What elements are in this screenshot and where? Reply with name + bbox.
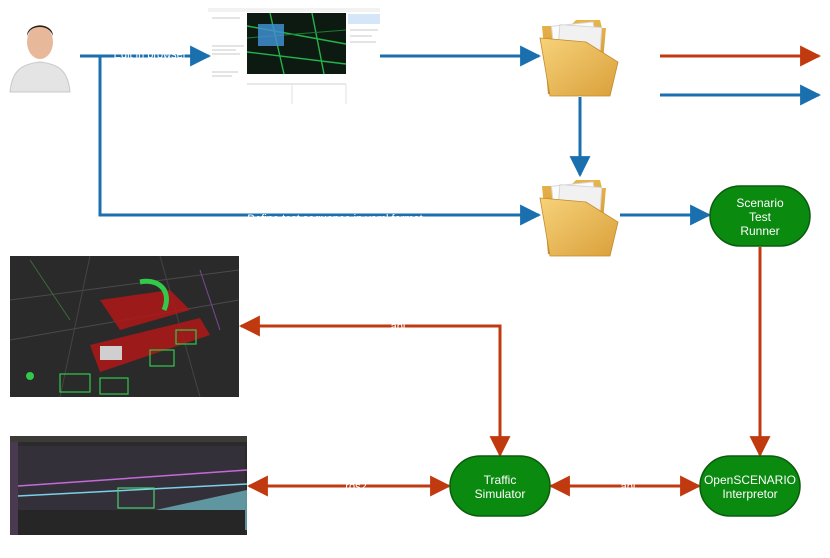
edge-label-edit: Edit in browser	[114, 49, 187, 61]
user-avatar-icon	[9, 25, 71, 93]
edge-label-define: Define test sequence in yaml format	[247, 213, 422, 225]
node-traffic-simulator: Traffic Simulator	[449, 455, 551, 517]
simulator-screenshot	[10, 436, 248, 535]
node-openscenario-interpretor: OpenSCENARIO Interpretor	[699, 455, 801, 517]
edge-simulator-to-visualization	[238, 315, 511, 458]
edge-label-sim-interp: api	[621, 481, 636, 493]
edge-label-viz-bottom: ros2	[345, 481, 366, 493]
node-label-line: OpenSCENARIO	[704, 473, 796, 487]
node-label-line: Runner	[740, 224, 779, 238]
browser-editor-screenshot	[208, 8, 380, 104]
folder-icon	[539, 20, 619, 97]
node-label-line: Interpretor	[722, 487, 777, 501]
visualization-screenshot	[9, 255, 240, 398]
folder-icon	[539, 180, 619, 257]
node-label-line: Simulator	[475, 487, 526, 501]
node-label-line: Traffic	[484, 473, 517, 487]
node-label-line: Test	[749, 210, 772, 224]
edge-label-sim-viz: api	[391, 321, 406, 333]
node-scenario-test-runner: Scenario Test Runner	[709, 185, 811, 247]
node-label-line: Scenario	[736, 196, 784, 210]
edge-user-to-sequence-folder	[98, 56, 542, 226]
